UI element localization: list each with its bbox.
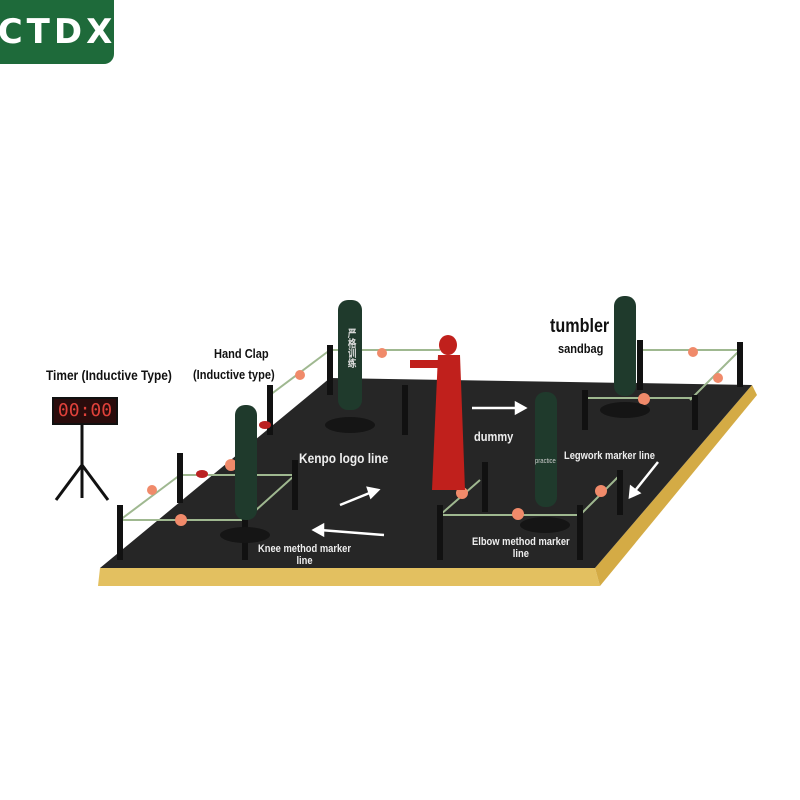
legwork-line-label: Legwork marker line: [564, 450, 655, 462]
bag-chinese-text: 严格训练: [345, 328, 356, 368]
marker-balls: [147, 347, 723, 526]
timer-stand: [54, 423, 110, 501]
knee-label-1: Knee method marker: [258, 543, 352, 555]
dummy: [410, 335, 465, 490]
ctdx-logo: CTDX: [0, 0, 114, 64]
timer-label: Timer (Inductive Type): [46, 367, 172, 383]
mat-surface: [100, 378, 752, 568]
tumbler-label: tumbler: [550, 316, 610, 337]
mat-edge-front: [98, 568, 600, 586]
arrows: [311, 400, 659, 538]
knee-label-2: line: [296, 555, 313, 567]
hand-clap-buttons: [196, 421, 271, 478]
elbow-label-2: line: [512, 548, 529, 560]
kenpo-line-label: Kenpo logo line: [299, 450, 389, 466]
hand-clap-sublabel: (Inductive type): [193, 367, 275, 382]
hand-clap-label: Hand Clap: [214, 346, 269, 361]
bag-english-text: practice: [535, 458, 556, 465]
mat-edge-side: [595, 385, 757, 586]
timer-display: 00:00: [52, 397, 118, 425]
tumbler-sandbags: [220, 296, 650, 543]
dummy-label: dummy: [474, 429, 514, 444]
sandbag-label: sandbag: [558, 341, 604, 356]
elbow-label-1: Elbow method marker: [472, 536, 570, 548]
